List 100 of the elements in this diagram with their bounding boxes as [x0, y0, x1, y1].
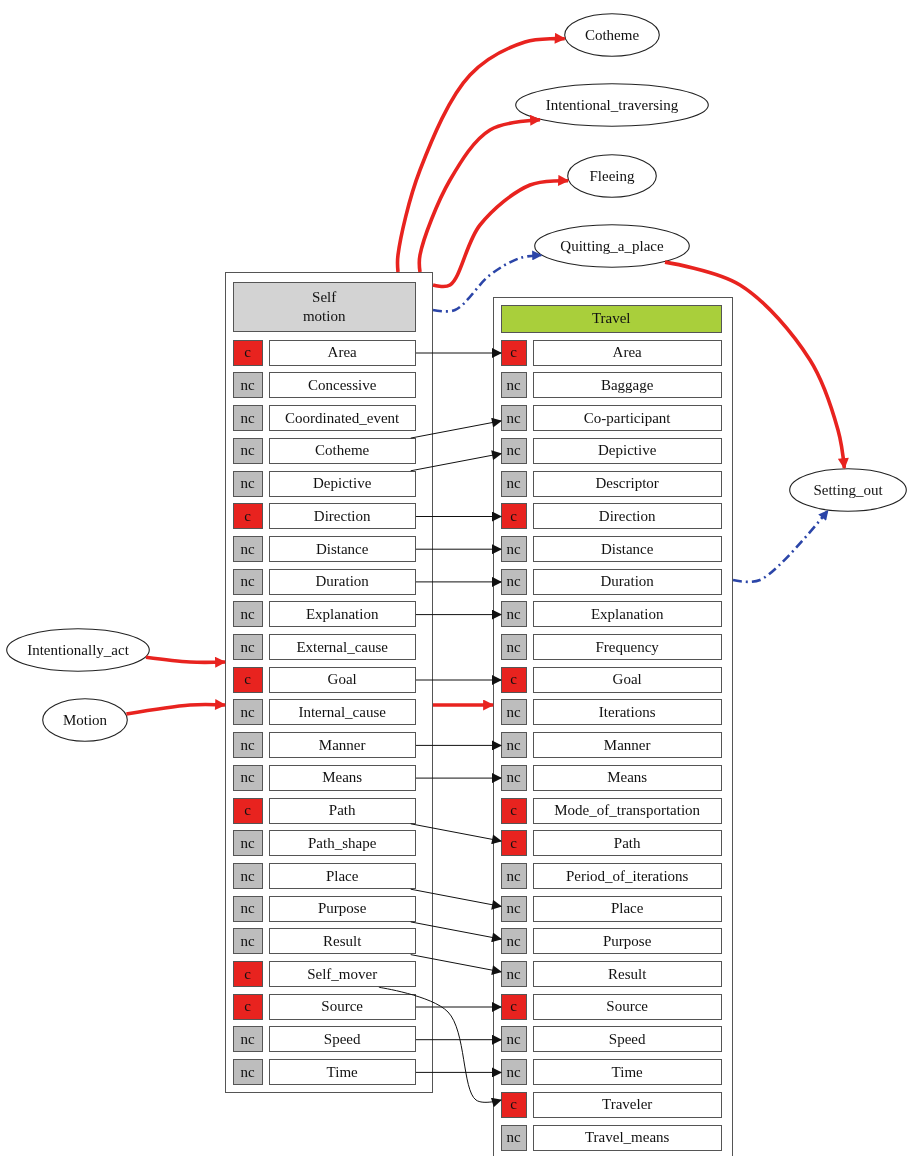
element-box [532, 568, 722, 595]
element-box [532, 601, 722, 628]
thick-arrow [395, 32, 566, 273]
node-label: Path [328, 801, 356, 820]
node-label: Direction [598, 506, 656, 526]
non-core-badge [500, 961, 527, 987]
node-label: Means [322, 768, 363, 788]
node-label: Result [608, 964, 647, 984]
element-box [268, 1059, 416, 1086]
non-core-badge [500, 764, 527, 791]
badge-label: nc [506, 539, 521, 559]
element-box [532, 895, 722, 922]
non-core-badge [500, 634, 527, 660]
node-label: Period_of_iterations [565, 866, 689, 886]
element-box [532, 830, 722, 857]
badge-label: nc [506, 441, 521, 461]
element-box [268, 568, 416, 595]
non-core-badge [500, 1124, 527, 1151]
non-core-badge [232, 1059, 263, 1086]
non-core-badge [232, 862, 263, 889]
node-label: Concessive [308, 376, 377, 395]
badge-label: nc [506, 408, 521, 428]
badge-label: nc [506, 604, 521, 624]
element-box [532, 405, 722, 432]
element-box [268, 961, 416, 987]
arrow [415, 576, 502, 587]
non-core-badge [500, 732, 527, 759]
frame-box [225, 272, 433, 1093]
node-label: Frequency [595, 637, 659, 657]
node-label: Distance [315, 539, 369, 559]
element-box [268, 339, 416, 366]
element-box [268, 993, 416, 1020]
core-badge [232, 666, 263, 693]
badge-label: c [510, 1095, 517, 1115]
node-label: Motion [62, 710, 108, 730]
badge-label: nc [240, 474, 255, 493]
node-label: Traveler [602, 1095, 653, 1115]
core-badge [232, 503, 263, 530]
element-box [532, 1124, 722, 1151]
non-core-badge [232, 895, 263, 922]
arrow [410, 417, 502, 439]
element-box [532, 437, 722, 464]
badge-label: nc [240, 637, 255, 657]
node-label: Source [321, 997, 363, 1017]
arrow [378, 986, 502, 1108]
frame-ellipse [42, 698, 128, 742]
non-core-badge [500, 535, 527, 562]
arrow [415, 675, 502, 685]
badge-label: nc [240, 572, 255, 591]
node-label: Quitting_a_place [560, 236, 664, 256]
badge-label: nc [506, 866, 521, 886]
non-core-badge [500, 862, 527, 889]
element-box [268, 797, 416, 824]
thick-arrow [145, 655, 227, 668]
element-box [532, 862, 722, 889]
node-label: Place [610, 899, 644, 918]
element-box [268, 437, 416, 464]
node-label: Explanation [305, 604, 379, 624]
badge-label: c [510, 670, 517, 690]
core-badge [232, 961, 263, 987]
non-core-badge [232, 634, 263, 660]
badge-label: nc [506, 899, 521, 918]
element-box [532, 699, 722, 726]
element-box [268, 666, 416, 693]
node-label: Self_mover [307, 964, 378, 984]
node-label: Area [327, 343, 357, 363]
badge-label: c [510, 833, 517, 853]
non-core-badge [232, 928, 263, 955]
badge-label: nc [506, 376, 521, 395]
node-label: Purpose [318, 899, 367, 918]
element-box [532, 470, 722, 497]
core-badge [500, 666, 527, 693]
element-box [532, 993, 722, 1020]
node-label: Descriptor [595, 474, 659, 493]
node-label: Travel [591, 309, 631, 329]
element-box [532, 1091, 722, 1118]
badge-label: c [244, 801, 251, 820]
node-label: Area [612, 343, 642, 363]
element-box [268, 372, 416, 399]
badge-label: nc [506, 768, 521, 788]
frame-ellipse [564, 13, 660, 57]
node-label: Duration [315, 572, 369, 591]
element-box [268, 535, 416, 562]
core-badge [500, 1091, 527, 1118]
badge-label: nc [240, 703, 255, 722]
badge-label: nc [240, 376, 255, 395]
non-core-badge [500, 895, 527, 922]
non-core-badge [232, 535, 263, 562]
non-core-badge [232, 372, 263, 399]
badge-label: nc [506, 1062, 521, 1082]
badge-label: nc [506, 964, 521, 984]
non-core-badge [232, 601, 263, 628]
arrow [415, 773, 502, 784]
node-label: Duration [600, 572, 654, 591]
node-label: Time [326, 1062, 358, 1082]
badge-label: c [510, 343, 517, 363]
non-core-badge [500, 928, 527, 955]
badge-label: nc [240, 441, 255, 461]
element-box [268, 1026, 416, 1053]
badge-label: nc [506, 931, 521, 951]
